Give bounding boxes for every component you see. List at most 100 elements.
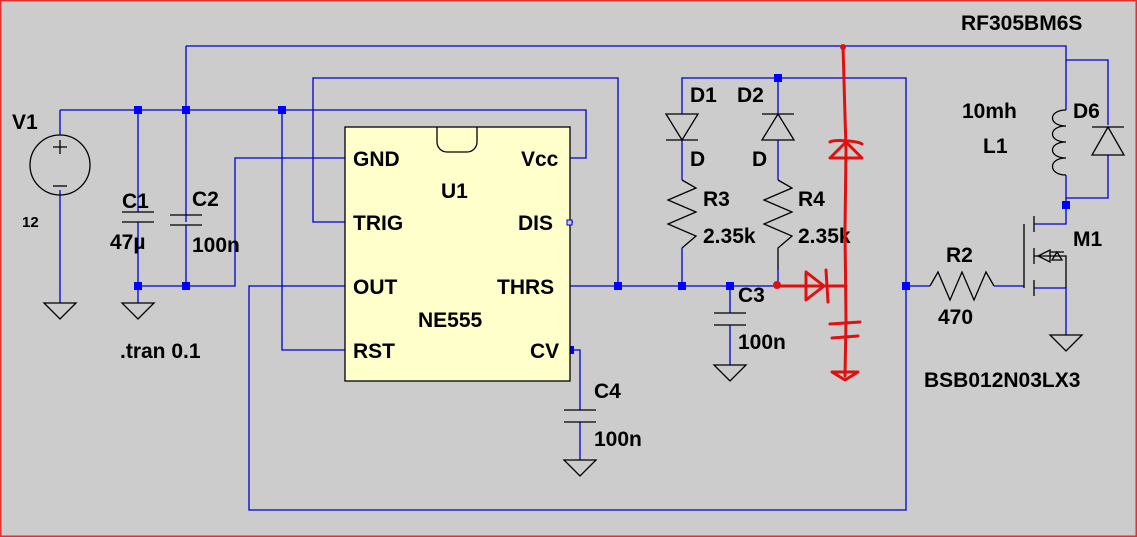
c1-value: 47µ — [110, 231, 145, 254]
ic-body — [344, 126, 571, 382]
l1-value: 10mh — [962, 100, 1017, 123]
wire-mosfet — [1034, 205, 1067, 335]
junction — [774, 74, 782, 82]
pin-thrs-label: THRS — [497, 276, 554, 299]
c4-name: C4 — [594, 380, 621, 403]
wire-d1 — [681, 77, 778, 286]
annotation-dot — [773, 281, 781, 289]
junctions — [134, 74, 1070, 354]
d1-model: D — [690, 148, 705, 171]
pin-cv-label: CV — [530, 340, 559, 363]
ground-symbol — [562, 459, 598, 477]
annotation-inline-diode — [776, 268, 848, 304]
l1-name: L1 — [983, 135, 1008, 158]
mosfet-body — [1034, 255, 1067, 288]
annotation-vertical-line — [841, 44, 848, 378]
ic-name: U1 — [441, 180, 468, 203]
voltage-source-symbol — [29, 134, 91, 196]
resistor-zigzag — [762, 179, 794, 270]
v1-value: 12 — [22, 214, 39, 231]
junction — [902, 282, 910, 290]
c3-name: C3 — [738, 284, 765, 307]
capacitor-plates — [564, 409, 596, 423]
capacitor-c4[interactable]: C4 100n — [564, 380, 642, 451]
mosfet-arrow — [1036, 248, 1051, 264]
junction — [1062, 201, 1070, 209]
junction — [182, 106, 190, 114]
wire-trig-loop — [312, 77, 619, 286]
r2-value: 470 — [938, 306, 973, 329]
d6-name: D6 — [1073, 100, 1100, 123]
resistor-r3[interactable]: R3 2.35k — [666, 179, 756, 249]
wires — [59, 45, 1109, 511]
junction — [726, 282, 734, 290]
junction — [278, 106, 286, 114]
spice-directive[interactable]: .tran 0.1 — [120, 340, 201, 363]
resistor-zigzag — [666, 179, 698, 249]
plus-sign — [53, 140, 67, 154]
junction — [614, 282, 622, 290]
pin-dis-label: DIS — [518, 212, 553, 235]
c2-name: C2 — [192, 188, 219, 211]
wire-cv — [570, 349, 581, 460]
r3-name: R3 — [703, 188, 730, 211]
wire-rst — [281, 110, 345, 351]
inductor-l1[interactable]: 10mh L1 — [962, 100, 1067, 176]
mosfet-body-diode — [1050, 250, 1064, 261]
pin-rst-label: RST — [353, 340, 395, 363]
capacitor-c3[interactable]: C3 100n — [714, 284, 786, 354]
r3-value: 2.35k — [703, 225, 756, 248]
wire-v1-rail — [60, 109, 587, 159]
capacitor-c2[interactable]: C2 100n — [170, 188, 240, 286]
diode-d2[interactable]: D2 D — [737, 84, 796, 171]
r4-value: 2.35k — [798, 225, 851, 248]
annotation-ground — [830, 370, 860, 382]
pin-gnd-label: GND — [353, 148, 400, 171]
resistor-zigzag — [929, 270, 995, 302]
d2-model: D — [752, 148, 767, 171]
wire-d6 — [1066, 59, 1109, 199]
voltage-source-v1[interactable]: V1 12 — [12, 111, 91, 231]
diode-d1[interactable]: D1 D — [664, 84, 717, 171]
capacitor-plates — [122, 211, 154, 223]
c4-value: 100n — [594, 428, 642, 451]
ground-symbol — [42, 302, 78, 320]
c3-value: 100n — [738, 331, 786, 354]
resistor-r4[interactable]: R4 2.35k — [762, 179, 851, 270]
resistor-r2[interactable]: R2 470 — [929, 244, 995, 329]
mosfet-m1[interactable]: M1 BSB012N03LX3 — [924, 216, 1102, 392]
grounds — [42, 302, 1084, 477]
r4-name: R4 — [798, 188, 825, 211]
diode-symbol — [1090, 125, 1126, 156]
c2-value: 100n — [192, 234, 240, 257]
c1-name: C1 — [122, 190, 149, 213]
pin-vcc-label: Vcc — [521, 148, 559, 171]
junction — [134, 106, 142, 114]
annotation-zener-diode — [828, 139, 864, 160]
wire-out-loop — [248, 77, 907, 511]
d2-name: D2 — [737, 84, 764, 107]
dis-pin-open — [566, 219, 573, 226]
ground-symbol — [1048, 334, 1084, 352]
junction — [678, 282, 686, 290]
capacitor-plates — [714, 312, 746, 326]
diode-symbol — [760, 112, 796, 141]
pin-out-label: OUT — [353, 276, 398, 299]
wire-top-rail — [186, 45, 1067, 60]
ic-u1[interactable]: U1 NE555 GND TRIG OUT RST Vcc DIS THRS C… — [344, 126, 573, 382]
inductor-coil — [1051, 109, 1067, 176]
ic-model: NE555 — [418, 309, 483, 332]
red-annotation — [773, 44, 864, 382]
v1-name: V1 — [12, 111, 38, 134]
diode-symbol — [664, 113, 700, 142]
capacitor-c1[interactable]: C1 47µ — [110, 190, 154, 254]
d6-model: RF305BM6S — [961, 12, 1082, 35]
ground-symbol — [120, 302, 156, 320]
ground-symbol — [712, 364, 748, 382]
junction — [134, 282, 142, 290]
m1-model: BSB012N03LX3 — [924, 369, 1080, 392]
annotation-top-dot — [840, 44, 846, 50]
diode-d6[interactable]: D6 RF305BM6S — [961, 12, 1126, 156]
